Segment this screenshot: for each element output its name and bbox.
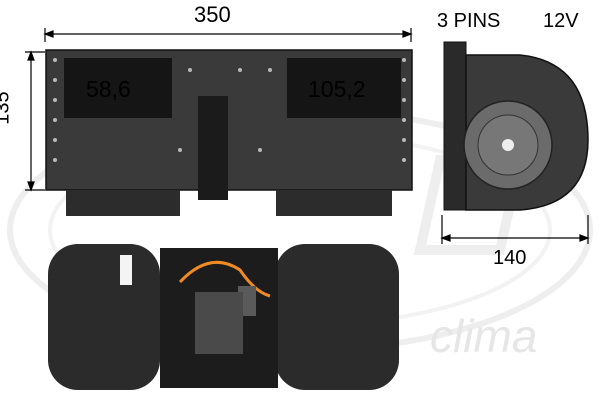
voltage-label: 12V bbox=[543, 10, 579, 32]
depth-label: 140 bbox=[493, 247, 527, 269]
width-label: 350 bbox=[194, 2, 231, 27]
right-outlet-label: 105,2 bbox=[308, 76, 366, 102]
blower-assembly bbox=[48, 244, 399, 390]
depth-dimension-line bbox=[440, 215, 590, 244]
front-view-housing bbox=[45, 49, 413, 216]
width-dimension-line bbox=[43, 28, 413, 42]
height-label: 135 bbox=[0, 91, 14, 125]
left-outlet-label: 58,6 bbox=[86, 76, 131, 102]
pins-label: 3 PINS bbox=[437, 10, 501, 32]
side-view-housing bbox=[443, 41, 589, 211]
watermark-text: clima bbox=[430, 310, 538, 362]
height-dimension-line bbox=[25, 50, 45, 192]
